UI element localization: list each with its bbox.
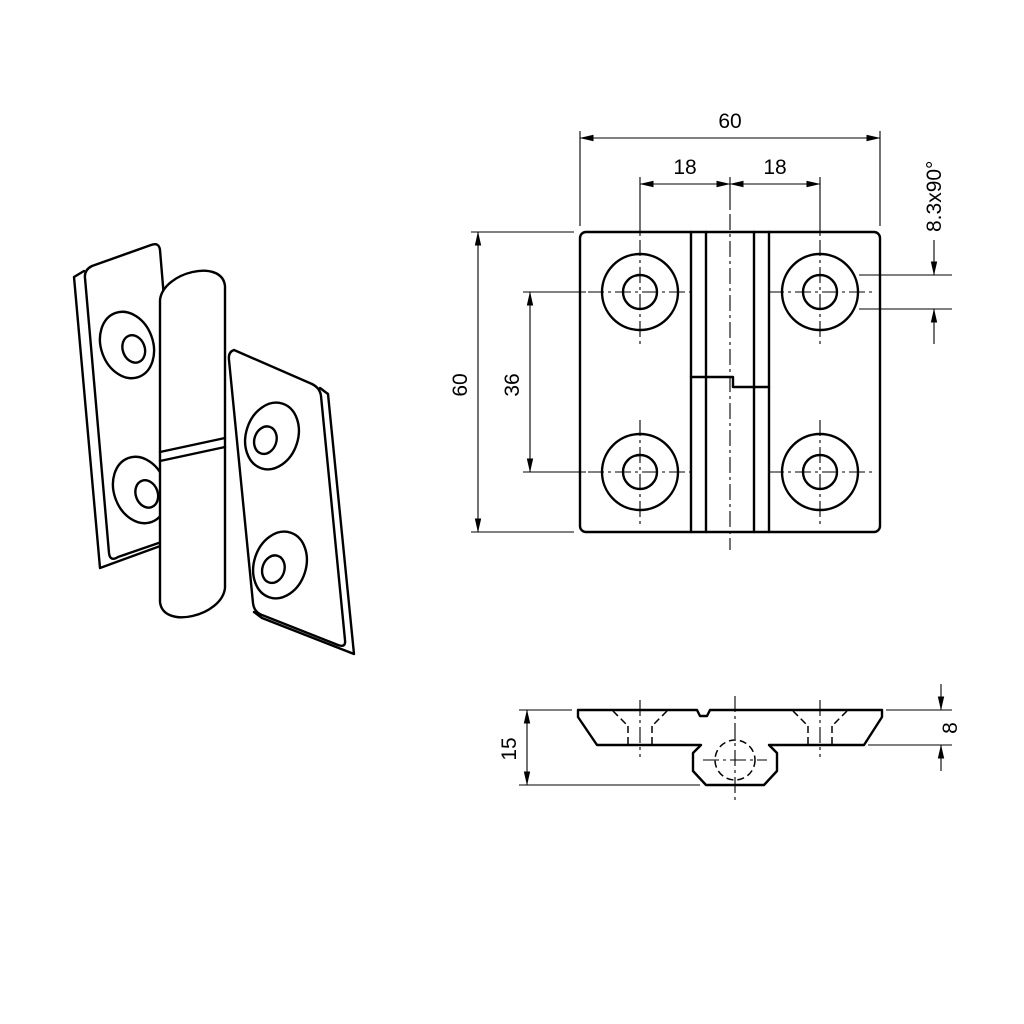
dim-height-extensions bbox=[471, 231, 574, 533]
side-centerlines bbox=[639, 696, 821, 802]
iso-hole-top-right bbox=[243, 401, 301, 471]
dim-hole-spacing-vertical: 36 bbox=[501, 373, 524, 396]
iso-right-leaf-thickness bbox=[252, 386, 356, 656]
isometric-view bbox=[72, 242, 356, 656]
front-knuckle-step bbox=[689, 375, 771, 389]
front-hole-top-right bbox=[780, 252, 860, 332]
dim-countersink-extensions bbox=[859, 274, 952, 310]
side-outline bbox=[576, 708, 884, 787]
side-dimensions: 15 8 bbox=[498, 684, 962, 786]
iso-knuckle-split bbox=[158, 436, 227, 463]
side-view bbox=[576, 696, 884, 802]
dim-width-extensions bbox=[579, 131, 881, 226]
front-knuckle-lines bbox=[689, 230, 771, 534]
dim-total-height: 60 bbox=[449, 373, 472, 396]
dim-total-height-with-barrel: 15 bbox=[498, 737, 521, 760]
front-dimensions: 60 18 18 8.3x90° 60 36 bbox=[449, 110, 952, 533]
side-pin-hole bbox=[714, 739, 756, 781]
dim-leaf-thickness: 8 bbox=[939, 722, 962, 734]
front-view bbox=[578, 214, 882, 550]
dim-36-extensions bbox=[523, 291, 586, 473]
iso-right-leaf bbox=[227, 348, 347, 648]
iso-hole-bottom-right bbox=[251, 530, 309, 600]
front-hole-top-left bbox=[600, 252, 680, 332]
dim-total-width: 60 bbox=[718, 110, 741, 133]
dim-hole-offset-left: 18 bbox=[673, 156, 696, 179]
dim-15-extensions bbox=[519, 709, 700, 786]
front-hole-bottom-left bbox=[600, 432, 680, 512]
dim-hole-offset-right: 18 bbox=[763, 156, 786, 179]
dim-countersink: 8.3x90° bbox=[923, 161, 946, 232]
front-hole-bottom-right bbox=[780, 432, 860, 512]
iso-hole-top-left bbox=[98, 310, 156, 380]
